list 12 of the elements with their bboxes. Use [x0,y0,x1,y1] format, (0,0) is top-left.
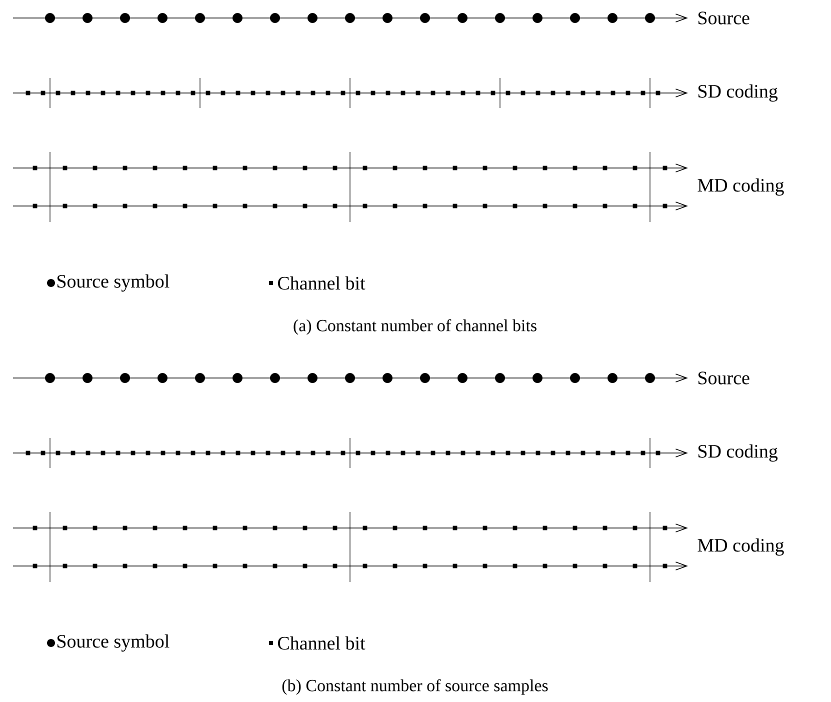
legend-item: Source symbol [47,634,170,652]
legend-item: Source symbol [47,274,170,292]
row-label: Source [698,372,750,384]
caption: (a) Constant number of channel bits [294,319,536,335]
row-label: MD coding [698,538,784,556]
row-label: Source [698,12,750,24]
legend-item: Channel bit [269,276,366,290]
row-label: SD coding [698,444,778,462]
row-label: SD coding [698,84,778,102]
row-label: MD coding [698,178,784,196]
legend-item: Channel bit [269,636,366,650]
caption: (b) Constant number of source samples [282,679,548,695]
